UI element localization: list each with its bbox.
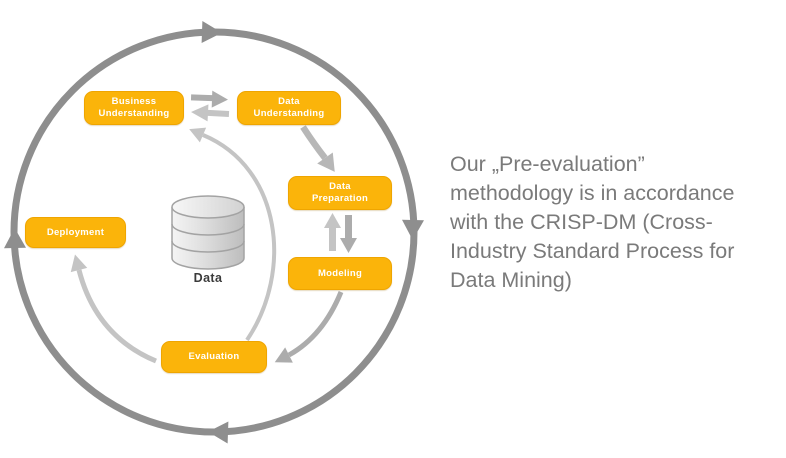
cycle-arrowhead-top	[201, 21, 222, 43]
database-icon	[171, 195, 245, 270]
cycle-arrowhead-left	[4, 228, 26, 249]
description-line: Industry Standard Process for	[450, 239, 735, 263]
process-cycle-graphic	[4, 21, 424, 444]
arrow-evaluation-to-deployment	[76, 269, 157, 364]
arrow-modeling-to-preparation	[324, 213, 341, 251]
database-label: Data	[193, 271, 223, 285]
arrow-modeling-to-evaluation-head	[274, 347, 293, 363]
description-line: Our „Pre-evaluation”	[450, 152, 645, 176]
arrow-modeling-to-evaluation	[287, 291, 344, 358]
node-data-understanding: Data Understanding	[237, 91, 341, 125]
arrow-evaluation-to-business-head	[189, 127, 207, 143]
arrow-preparation-to-modeling	[340, 215, 357, 253]
node-evaluation: Evaluation	[161, 341, 267, 373]
arrow-evaluation-to-business	[202, 133, 277, 342]
node-business-understanding: Business Understanding	[84, 91, 184, 125]
arrow-understanding-to-preparation-head	[317, 152, 335, 172]
arrow-data-understanding-to-business	[191, 104, 230, 122]
description-text: Our „Pre-evaluation” methodology is in a…	[450, 150, 786, 295]
arrow-understanding-to-preparation	[300, 125, 328, 161]
description-line: Data Mining)	[450, 268, 572, 292]
node-data-preparation: Data Preparation	[288, 176, 392, 210]
cycle-arrowhead-bottom	[208, 421, 229, 444]
arrow-evaluation-to-deployment-head	[70, 254, 88, 273]
node-modeling: Modeling	[288, 257, 392, 290]
description-line: methodology is in accordance	[450, 181, 735, 205]
arrow-business-to-data-understanding	[190, 90, 228, 108]
cycle-arrowhead-right	[402, 219, 424, 240]
description-line: with the CRISP-DM (Cross-	[450, 210, 713, 234]
node-deployment: Deployment	[25, 217, 126, 248]
